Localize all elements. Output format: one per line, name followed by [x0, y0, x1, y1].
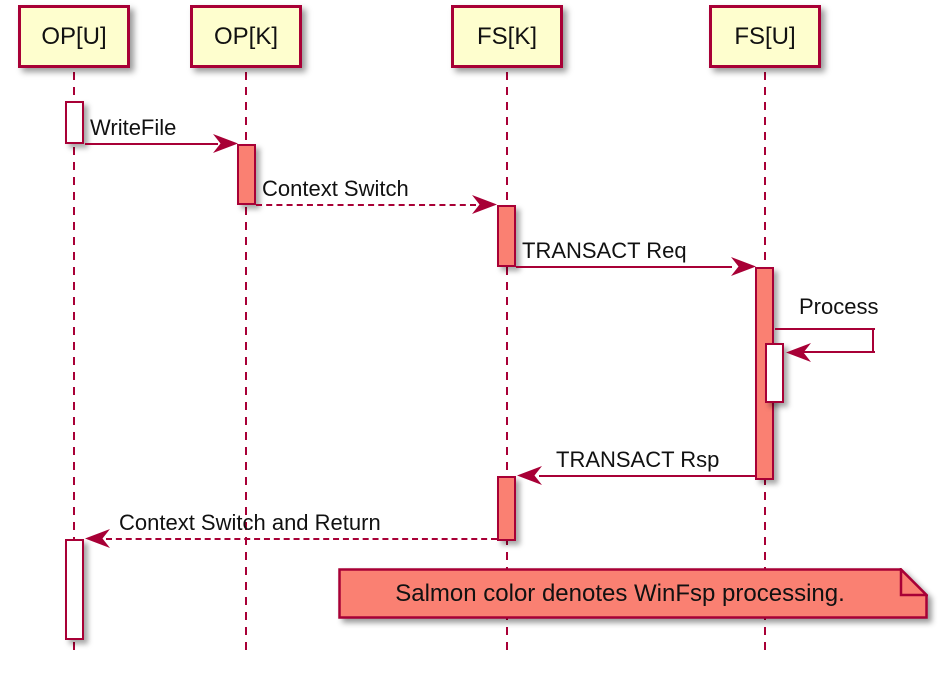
lifeline-op-u — [73, 72, 75, 656]
note-text: Salmon color denotes WinFsp processing. — [395, 579, 845, 607]
self-message-bottom-line — [790, 351, 875, 353]
message-line-writefile — [85, 143, 218, 145]
activation-fs-k-2 — [497, 476, 516, 541]
message-line-transact-rsp — [539, 475, 755, 477]
message-label-context-switch-return: Context Switch and Return — [119, 510, 381, 535]
message-label-transact-rsp: TRANSACT Rsp — [556, 447, 720, 472]
self-message-right-line — [872, 328, 874, 353]
participant-fs-u: FS[U] — [709, 5, 821, 68]
note: Salmon color denotes WinFsp processing. — [338, 568, 928, 619]
self-message-top-line — [775, 328, 875, 330]
message-label-context-switch: Context Switch — [262, 176, 409, 201]
activation-op-u-2 — [65, 539, 84, 640]
participant-label: OP[U] — [41, 22, 107, 50]
activation-op-u-1 — [65, 101, 84, 144]
participant-label: OP[K] — [213, 22, 279, 50]
activation-fs-u-nested — [765, 343, 784, 403]
lifeline-op-k — [245, 72, 247, 656]
note-shape — [338, 568, 928, 619]
arrowhead-right-icon — [731, 257, 756, 276]
message-line-context-switch — [256, 204, 476, 206]
message-label-writefile: WriteFile — [90, 115, 177, 140]
participant-op-k: OP[K] — [190, 5, 302, 68]
message-label-transact-req: TRANSACT Req — [522, 238, 687, 263]
message-line-context-switch-return — [106, 538, 497, 540]
activation-op-k — [237, 144, 256, 205]
participant-op-u: OP[U] — [18, 5, 130, 68]
note-fold-corner-icon — [899, 568, 928, 597]
lifeline-fs-k — [506, 72, 508, 656]
participant-fs-k: FS[K] — [451, 5, 563, 68]
participant-label: FS[U] — [734, 22, 796, 50]
participant-label: FS[K] — [476, 22, 537, 50]
message-label-process: Process — [799, 294, 879, 319]
activation-fs-k-1 — [497, 205, 516, 267]
message-line-transact-req — [516, 266, 732, 268]
